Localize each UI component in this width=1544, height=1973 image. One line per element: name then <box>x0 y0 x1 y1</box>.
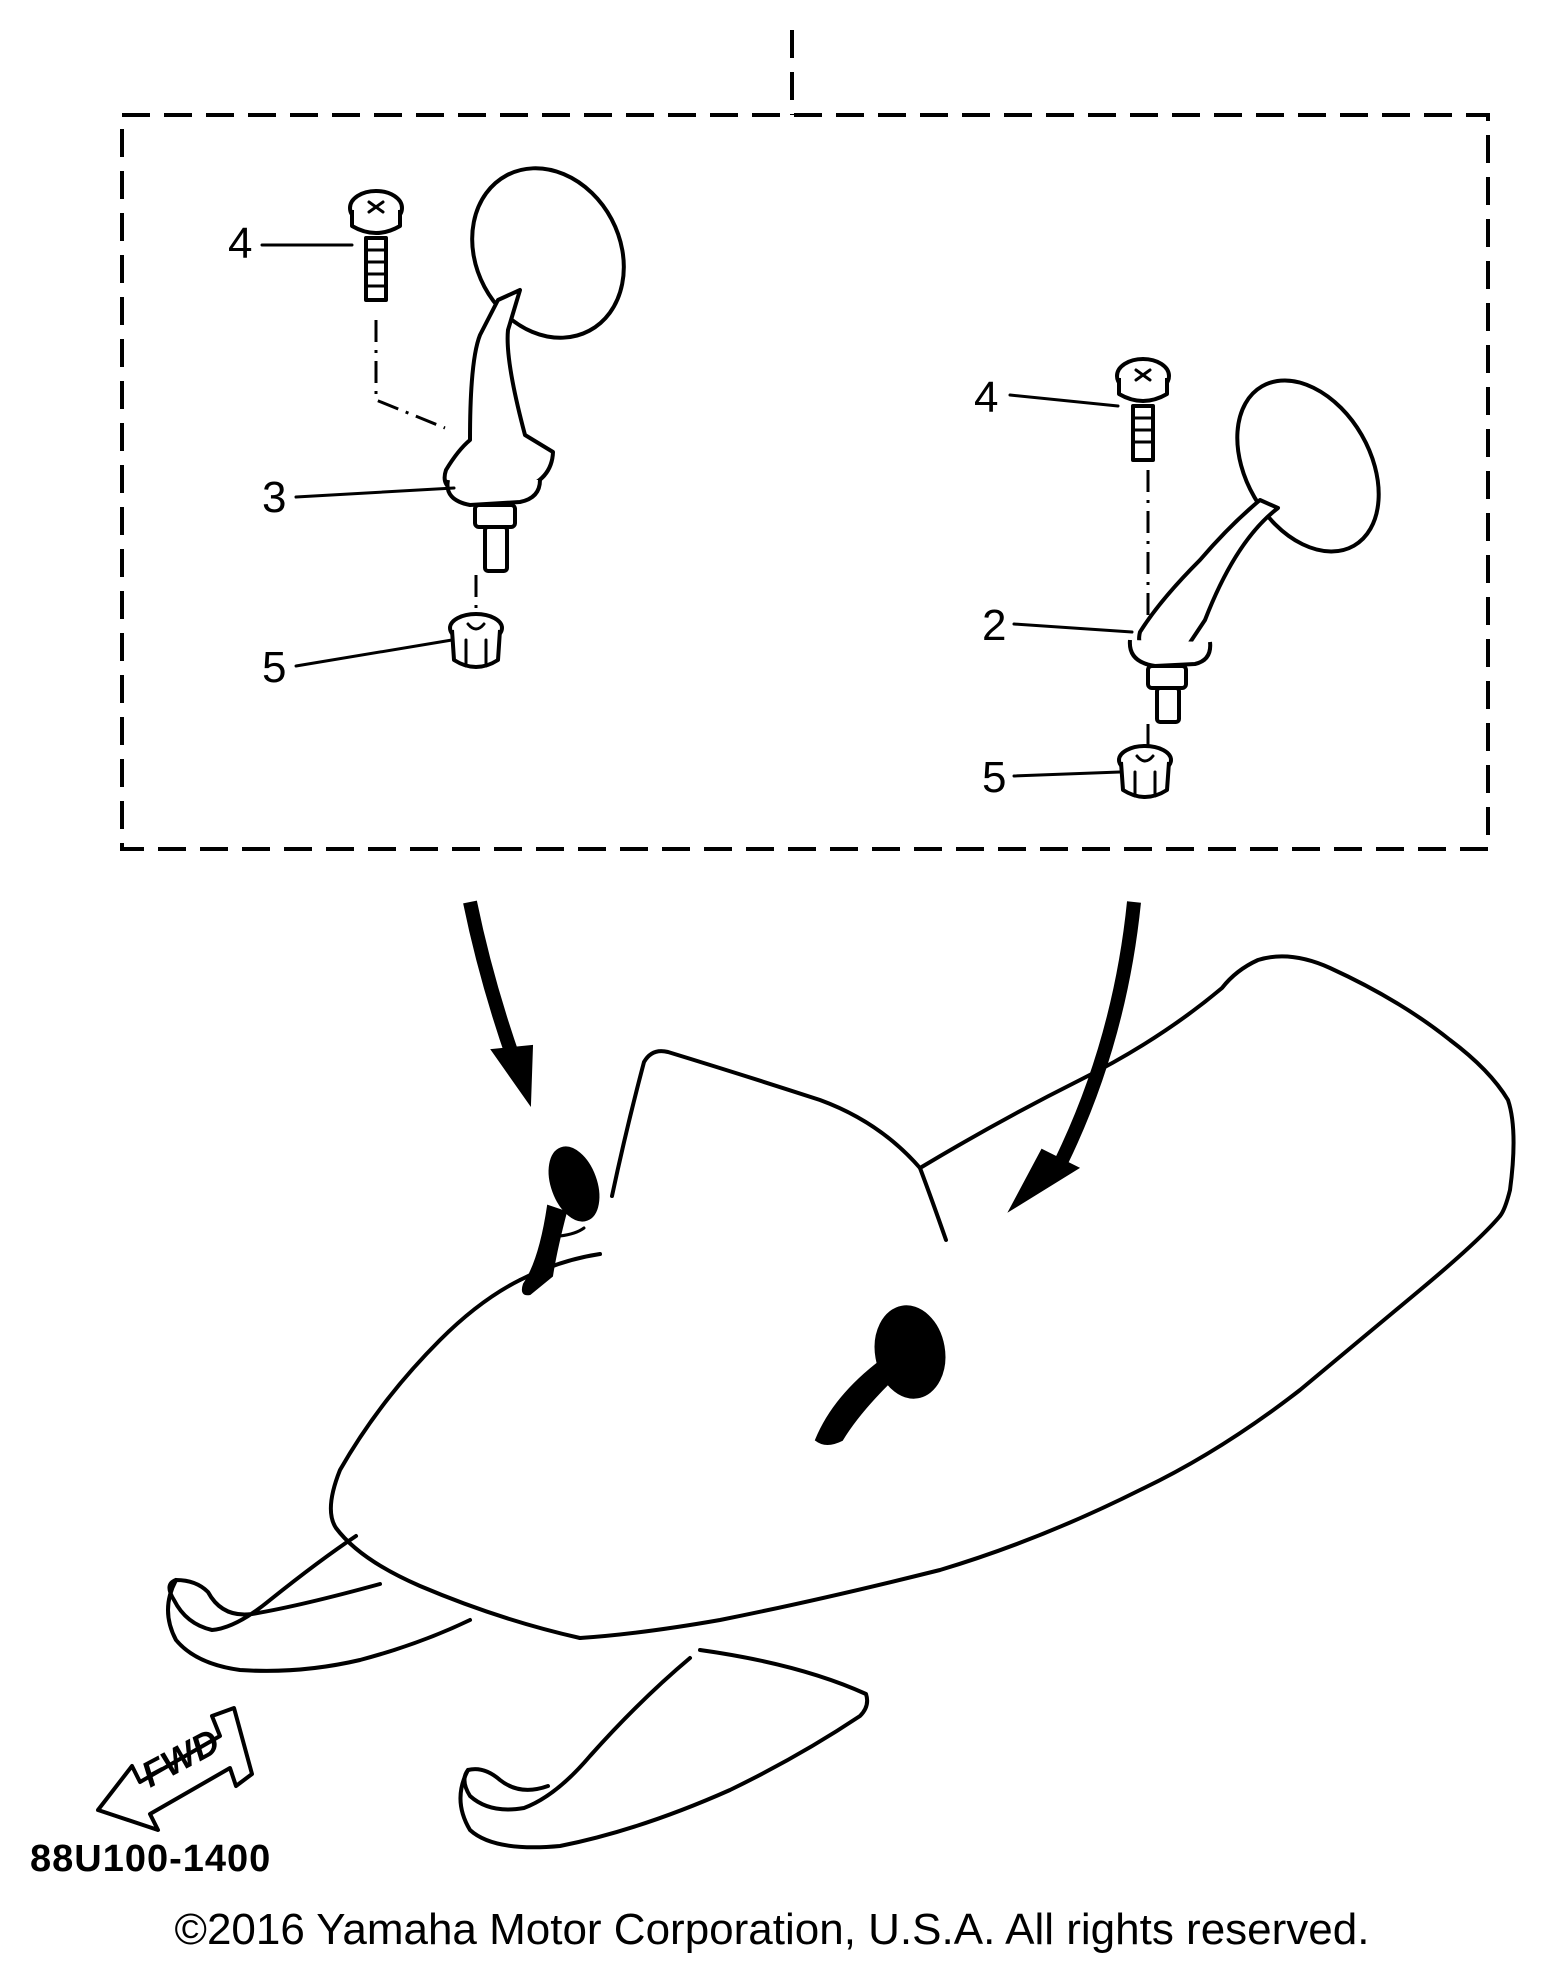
callout-2: 2 <box>982 601 1006 650</box>
nut-left <box>448 612 504 669</box>
forward-direction-arrow: FWD <box>96 1706 254 1832</box>
screw-right <box>1115 357 1171 462</box>
install-arrow-right <box>1007 901 1141 1213</box>
callout-3: 3 <box>262 473 286 522</box>
snowmobile-outline <box>166 954 1516 1850</box>
copyright-notice: ©2016 Yamaha Motor Corporation, U.S.A. A… <box>174 1905 1370 1954</box>
nut-right <box>1117 744 1173 799</box>
callout-5-left: 5 <box>262 643 286 692</box>
parts-group-box <box>120 113 1490 851</box>
diagram-code: 88U100-1400 <box>30 1838 272 1880</box>
leader-2 <box>1012 622 1134 634</box>
callout-5-right: 5 <box>982 753 1006 802</box>
mirror-head-left <box>470 166 626 340</box>
mirror-assembly-left <box>348 166 626 669</box>
callout-4-left: 4 <box>228 219 252 268</box>
screw-left <box>348 189 404 302</box>
mirror-assembly-right <box>1115 357 1381 799</box>
mirror-stem-right <box>1137 498 1280 659</box>
leader-5-right <box>1012 770 1122 778</box>
callout-4-right: 4 <box>974 373 998 422</box>
leader-5-left <box>294 638 454 668</box>
leader-4-right <box>1008 393 1120 408</box>
install-arrow-left <box>463 900 534 1108</box>
leader-3 <box>294 486 456 499</box>
